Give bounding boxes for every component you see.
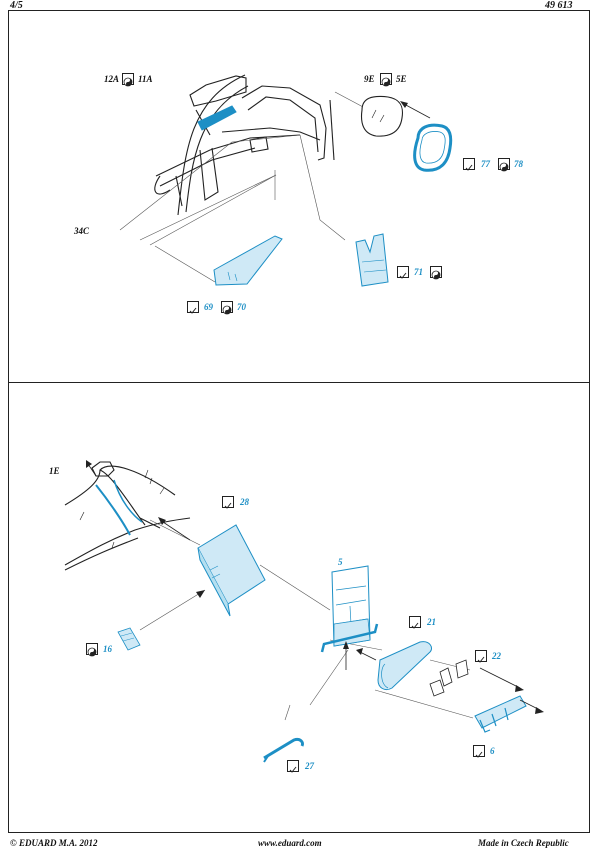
canopy-frame-drawing	[64, 461, 191, 571]
copyright-text: © EDUARD M.A. 2012	[10, 838, 98, 848]
part-6-rail	[474, 695, 527, 733]
part-number-22: 22	[492, 651, 501, 661]
label-9e: 9E	[364, 74, 375, 84]
origin-text: Made in Czech Republic	[478, 838, 569, 848]
part-number-5: 5	[338, 557, 343, 567]
website-url: www.eduard.com	[258, 838, 322, 848]
canopy-blue-edge	[95, 484, 131, 536]
yin-yang-icon	[430, 266, 442, 280]
bend-check-icon	[463, 158, 475, 171]
part-21-curved	[377, 641, 433, 691]
catalog-code: 49 613	[545, 0, 573, 11]
yin-yang-icon	[380, 73, 392, 87]
part-69-strip	[213, 235, 283, 286]
part-number-28: 28	[240, 497, 249, 507]
label-11a: 11A	[138, 74, 153, 84]
bend-check-icon	[222, 496, 234, 509]
yin-yang-icon	[122, 73, 134, 87]
part-number-71: 71	[414, 267, 423, 277]
part-16-small	[117, 627, 141, 651]
part-71-bracket	[355, 233, 389, 287]
label-12a: 12A	[104, 74, 120, 84]
blue-strip-part	[197, 105, 237, 131]
part-number-69: 69	[204, 302, 213, 312]
part-number-16: 16	[103, 644, 112, 654]
part-22-brackets	[429, 659, 469, 697]
part-number-27: 27	[305, 761, 314, 771]
bend-check-icon	[287, 760, 299, 773]
part-5-panel	[320, 565, 379, 653]
part-9e-window	[360, 95, 404, 137]
part-number-6: 6	[490, 746, 495, 756]
yin-yang-icon	[221, 301, 233, 315]
yin-yang-icon	[498, 158, 510, 172]
label-5e: 5E	[396, 74, 407, 84]
part-27-rail	[263, 738, 304, 763]
bend-check-icon	[409, 616, 421, 629]
bend-check-icon	[473, 745, 485, 758]
cockpit-frame-drawing	[154, 74, 335, 216]
yin-yang-icon	[86, 643, 98, 657]
part-77-window-frame	[413, 123, 453, 172]
part-number-21: 21	[427, 617, 436, 627]
label-1e: 1E	[49, 466, 60, 476]
part-number-77: 77	[481, 159, 490, 169]
bend-check-icon	[187, 301, 199, 314]
label-34c: 34C	[74, 226, 90, 236]
leader-lines-top	[119, 91, 366, 283]
part-number-78: 78	[514, 159, 523, 169]
bend-check-icon	[475, 650, 487, 663]
bend-check-icon	[397, 266, 409, 279]
part-28-panel	[197, 524, 266, 617]
instruction-frame	[8, 10, 590, 833]
section-divider	[8, 382, 590, 383]
part-number-70: 70	[237, 302, 246, 312]
page-number: 4/5	[10, 0, 23, 11]
